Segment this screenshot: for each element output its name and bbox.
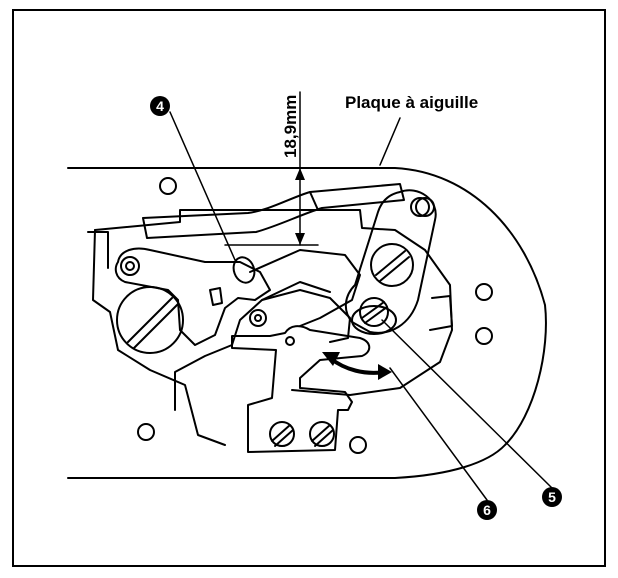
adjusting-arm — [344, 189, 437, 334]
inner-recess-lower — [92, 229, 226, 446]
callout-5-badge — [542, 487, 562, 507]
lever-pin — [209, 287, 223, 306]
leader-5 — [381, 319, 553, 489]
large-screw — [116, 286, 184, 354]
screw-5 — [359, 297, 389, 327]
callout-5-label: 5 — [548, 489, 556, 505]
leader-plate — [379, 117, 401, 166]
screw-5-slot — [361, 301, 388, 324]
guide-bar-step — [309, 191, 319, 211]
center-pin-inner — [254, 314, 262, 322]
looper-screw-right — [309, 421, 335, 447]
leader-6 — [389, 367, 488, 501]
looper-screw-left — [269, 421, 295, 447]
needle-plate-outline — [67, 167, 547, 479]
callout-4-label: 4 — [156, 98, 164, 114]
plate-hole — [349, 436, 367, 454]
lever-slot — [232, 256, 256, 284]
needle-plate-label: Plaque à aiguille — [345, 93, 478, 112]
connecting-link — [249, 249, 361, 327]
recess-step — [87, 231, 453, 331]
dimension-arrow-bottom — [295, 233, 305, 245]
lever-arm — [114, 247, 271, 346]
lever-pivot — [120, 256, 140, 276]
callout-6-label: 6 — [483, 502, 491, 518]
figure-frame — [12, 9, 606, 567]
adjust-arrow-head-right — [378, 364, 392, 380]
plate-hole — [475, 283, 493, 301]
leader-4 — [169, 111, 236, 261]
looper-hole — [285, 336, 295, 346]
plate-hole — [475, 327, 493, 345]
callout-4-badge — [150, 96, 170, 116]
large-screw-slot — [127, 297, 179, 349]
plate-hole — [137, 423, 155, 441]
plate-hole — [159, 177, 177, 195]
arm-upper-hole — [410, 197, 430, 217]
adjust-arrow-head-left — [322, 352, 340, 366]
lever-pivot-inner — [125, 261, 135, 271]
looper-screw-left-slot — [271, 424, 294, 447]
adjust-arrow — [328, 356, 387, 375]
adjust-screw-upper — [370, 243, 414, 287]
adjust-screw-upper-slot — [375, 250, 410, 282]
looper — [231, 325, 371, 453]
dimension-arrow-top — [295, 168, 305, 180]
dimension-label: 18,9mm — [281, 95, 300, 158]
upper-guide-bar — [142, 183, 405, 239]
center-pin — [249, 309, 267, 327]
screw-5-washer — [351, 305, 397, 335]
inner-recess — [94, 209, 453, 396]
looper-screw-right-slot — [311, 424, 334, 447]
callout-6-badge — [477, 500, 497, 520]
